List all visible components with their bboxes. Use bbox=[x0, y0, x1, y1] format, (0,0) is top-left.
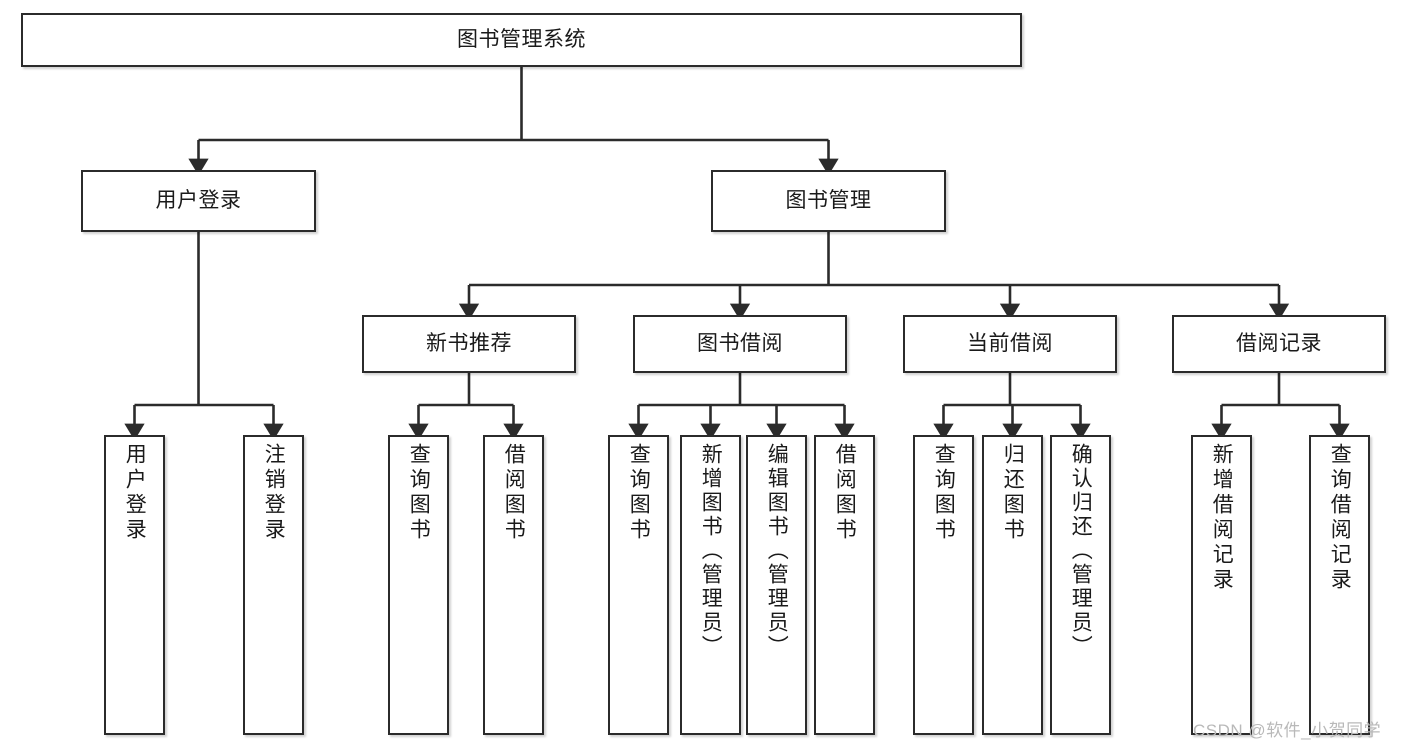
node-label: 借阅图书 bbox=[833, 443, 857, 543]
node-label: 用户登录 bbox=[123, 443, 147, 543]
node-root[interactable]: 图书管理系统 bbox=[21, 13, 1022, 67]
node-l-edit[interactable]: 编辑图书（管理员） bbox=[746, 435, 807, 735]
node-l-logout[interactable]: 注销登录 bbox=[243, 435, 304, 735]
node-l-borrow1[interactable]: 借阅图书 bbox=[483, 435, 544, 735]
node-l-query3[interactable]: 查询图书 bbox=[913, 435, 974, 735]
node-label: 图书管理系统 bbox=[457, 28, 586, 52]
node-label: 查询图书 bbox=[932, 443, 956, 543]
node-l-query2[interactable]: 查询图书 bbox=[608, 435, 669, 735]
node-l-login[interactable]: 用户登录 bbox=[104, 435, 165, 735]
node-label: 图书借阅 bbox=[697, 332, 783, 356]
watermark-label: CSDN @软件_小贺同学 bbox=[1193, 721, 1382, 740]
node-label: 编辑图书（管理员） bbox=[765, 443, 789, 659]
node-label: 图书管理 bbox=[785, 189, 872, 213]
node-label: 注销登录 bbox=[262, 443, 286, 543]
node-label: 借阅记录 bbox=[1236, 332, 1322, 356]
node-label: 借阅图书 bbox=[502, 443, 526, 543]
node-current[interactable]: 当前借阅 bbox=[903, 315, 1117, 373]
node-records[interactable]: 借阅记录 bbox=[1172, 315, 1386, 373]
node-l-query1[interactable]: 查询图书 bbox=[388, 435, 449, 735]
node-bookmgmt[interactable]: 图书管理 bbox=[711, 170, 946, 232]
node-label: 确认归还（管理员） bbox=[1069, 443, 1093, 659]
node-label: 新增借阅记录 bbox=[1210, 443, 1234, 593]
node-label: 新增图书（管理员） bbox=[699, 443, 723, 659]
node-label: 当前借阅 bbox=[967, 332, 1053, 356]
node-label: 查询借阅记录 bbox=[1328, 443, 1352, 593]
node-login[interactable]: 用户登录 bbox=[81, 170, 316, 232]
node-l-add[interactable]: 新增图书（管理员） bbox=[680, 435, 741, 735]
node-l-addrec[interactable]: 新增借阅记录 bbox=[1191, 435, 1252, 735]
node-l-confirm[interactable]: 确认归还（管理员） bbox=[1050, 435, 1111, 735]
node-label: 查询图书 bbox=[627, 443, 651, 543]
edge-layer bbox=[124, 67, 1350, 441]
node-label: 归还图书 bbox=[1001, 443, 1025, 543]
node-newbook[interactable]: 新书推荐 bbox=[362, 315, 576, 373]
node-l-queryrec[interactable]: 查询借阅记录 bbox=[1309, 435, 1370, 735]
node-label: 新书推荐 bbox=[426, 332, 512, 356]
node-borrow[interactable]: 图书借阅 bbox=[633, 315, 847, 373]
node-l-borrow2[interactable]: 借阅图书 bbox=[814, 435, 875, 735]
node-label: 查询图书 bbox=[407, 443, 431, 543]
node-l-return[interactable]: 归还图书 bbox=[982, 435, 1043, 735]
node-label: 用户登录 bbox=[155, 189, 242, 213]
